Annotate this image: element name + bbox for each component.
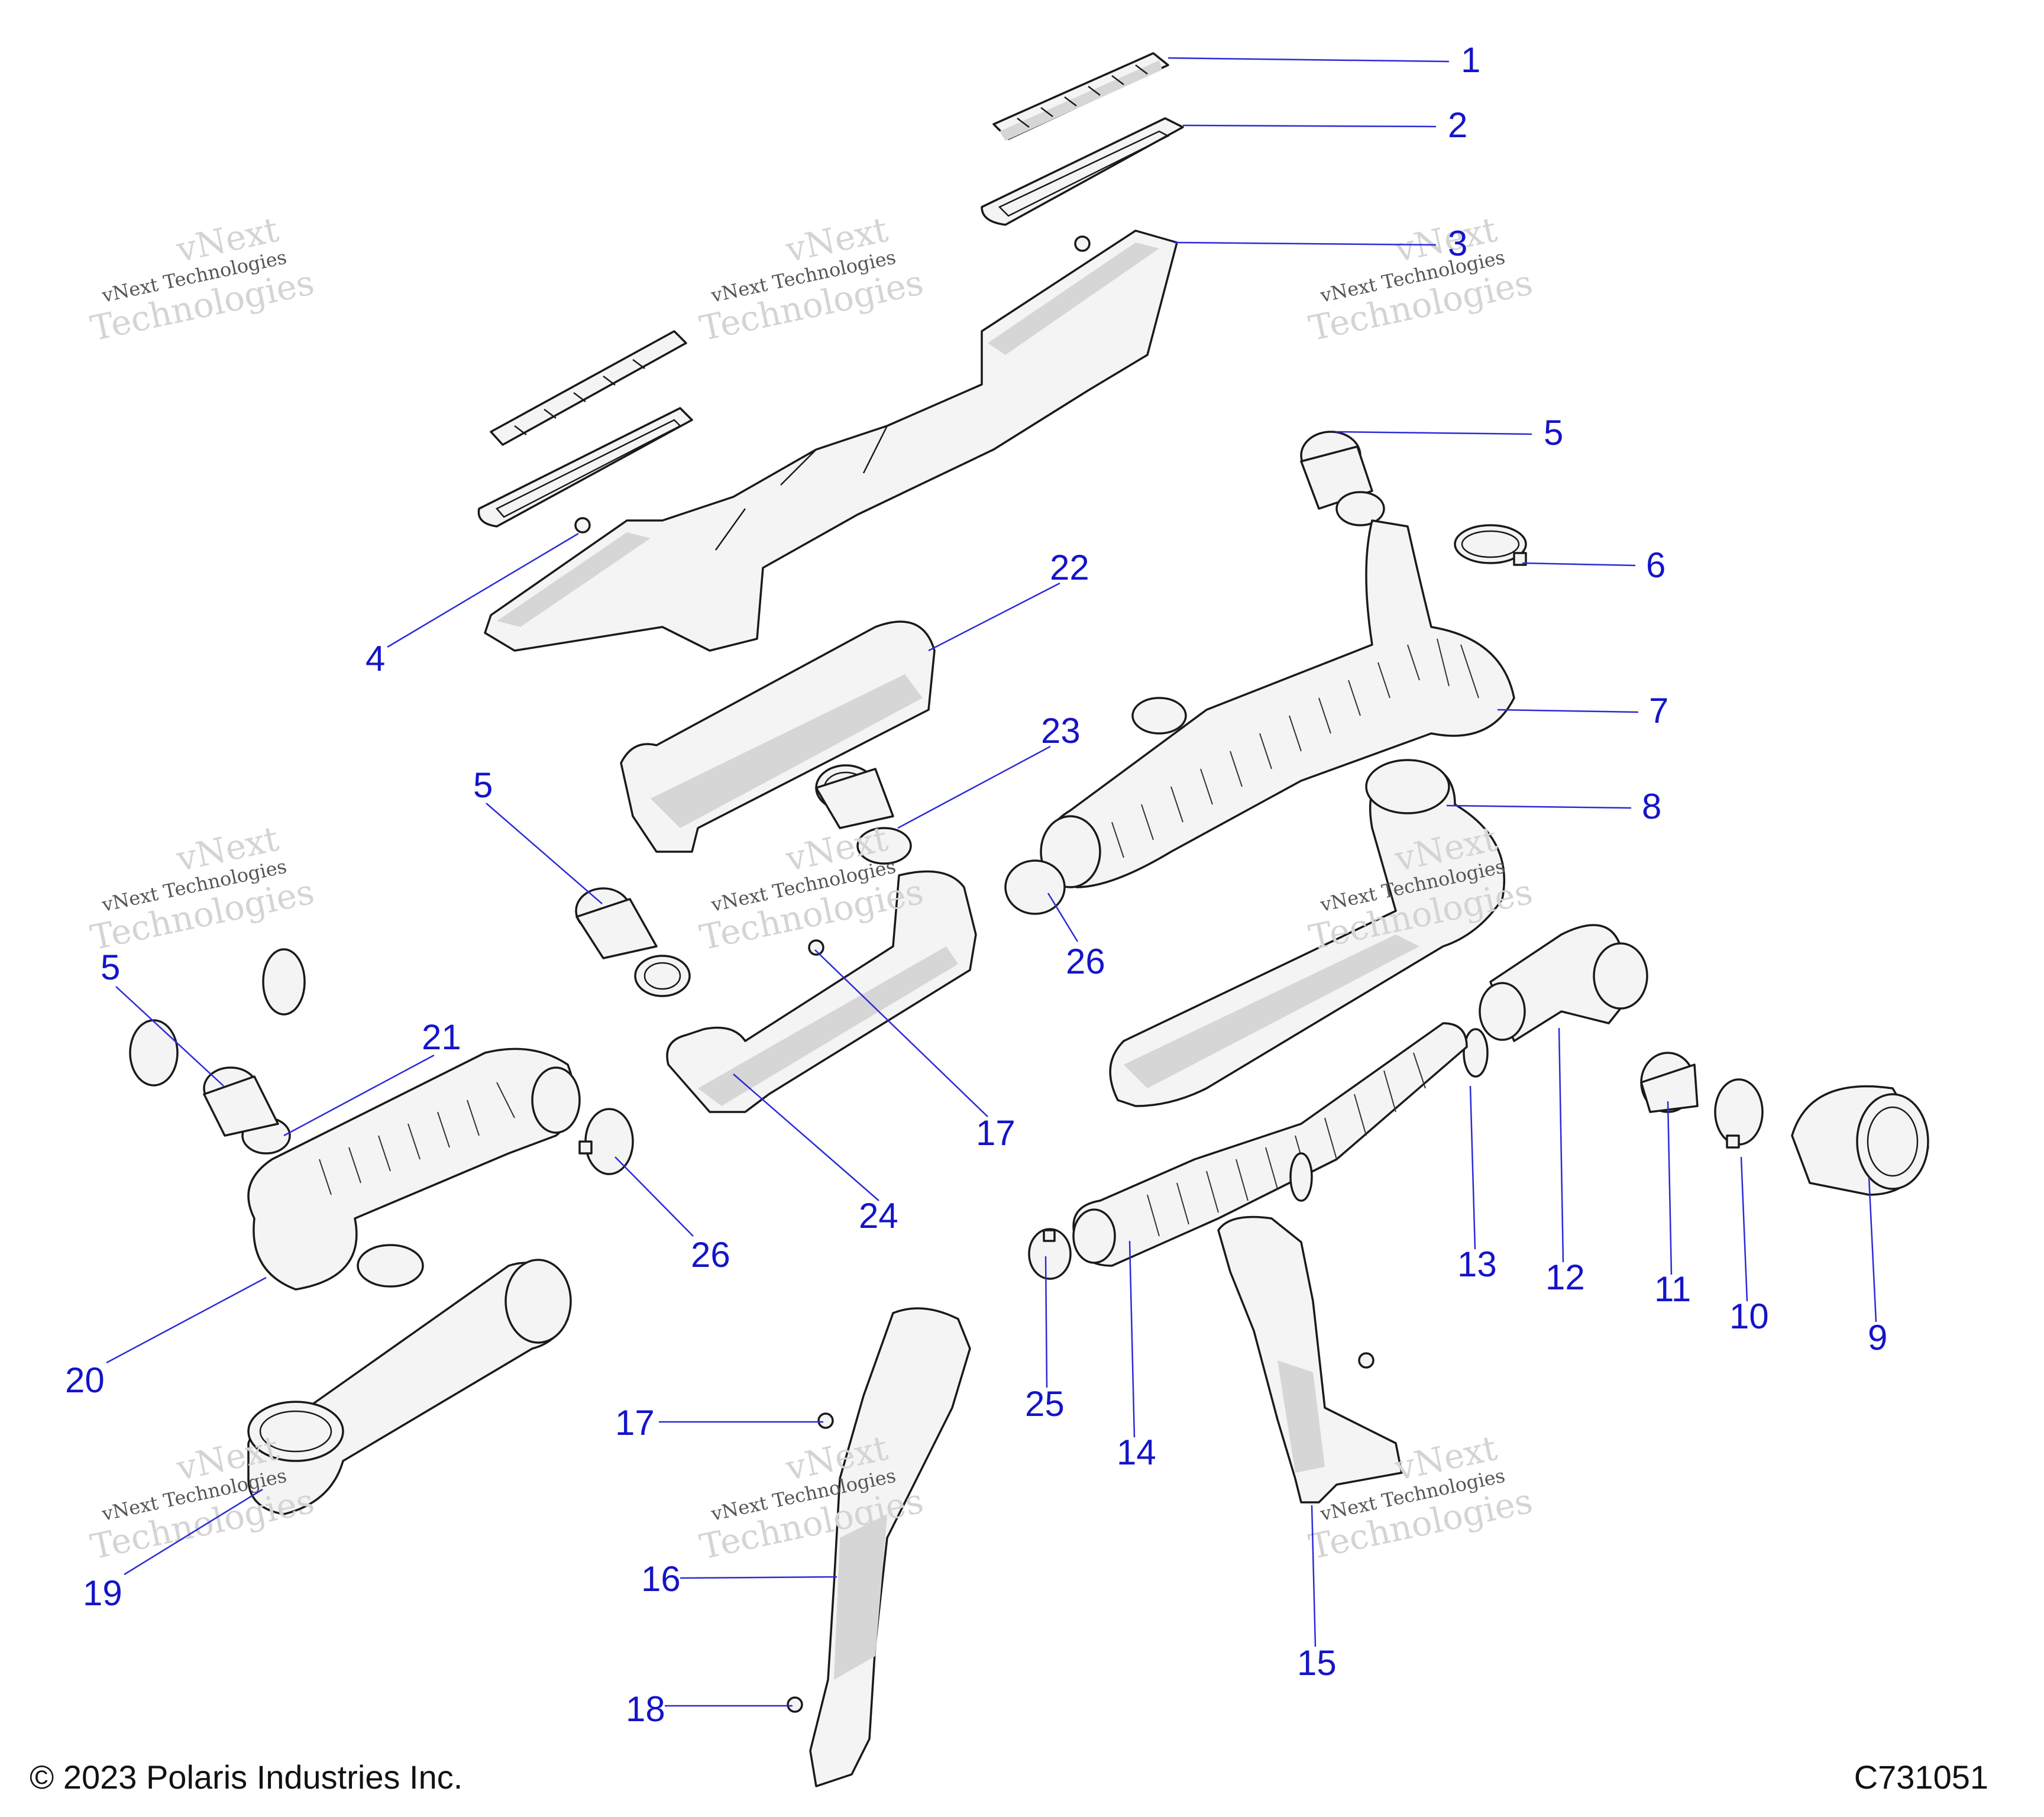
copyright-text: © 2023 Polaris Industries Inc. — [30, 1758, 463, 1796]
callout-number-24: 24 — [859, 1196, 898, 1236]
callout-number-7: 7 — [1649, 691, 1668, 730]
callout-number-3: 3 — [1448, 224, 1467, 263]
callout-layer: 1234567891011121314151617171819202122232… — [65, 40, 1887, 1729]
callout-number-26: 26 — [1066, 942, 1105, 981]
callout-leader-9 — [1868, 1176, 1877, 1323]
part-15-floor-duct — [1217, 1152, 1403, 1504]
part-1-vent-louver — [992, 52, 1169, 141]
callout-leader-5 — [486, 803, 603, 904]
part-12-elbow — [1479, 924, 1648, 1042]
callout-leader-7 — [1497, 709, 1639, 713]
loose-clamp-center — [1004, 697, 1187, 915]
callout-leader-26 — [1047, 893, 1079, 942]
part-23-adapter — [815, 764, 912, 865]
callout-number-26: 26 — [691, 1235, 730, 1275]
callout-leader-19 — [124, 1488, 263, 1576]
callout-number-17: 17 — [976, 1113, 1015, 1153]
callout-number-6: 6 — [1646, 545, 1665, 585]
part-3-4-upper-duct — [484, 229, 1178, 652]
callout-leader-24 — [733, 1074, 879, 1201]
callout-leader-4 — [387, 532, 579, 648]
callout-leader-17 — [814, 949, 988, 1117]
callout-number-23: 23 — [1041, 711, 1081, 751]
part-16-vertical-duct — [787, 1307, 971, 1787]
part-10-clamp — [1714, 1078, 1764, 1149]
part-9-air-filter — [1791, 1085, 1929, 1196]
callout-number-8: 8 — [1642, 787, 1661, 826]
diagram-code: C731051 — [1854, 1758, 1988, 1796]
callout-number-18: 18 — [626, 1689, 665, 1729]
callout-number-19: 19 — [83, 1573, 122, 1613]
part-6-clamp — [1454, 524, 1527, 566]
callout-number-9: 9 — [1868, 1318, 1887, 1357]
part-5-adapter-left — [203, 1066, 279, 1137]
callout-number-20: 20 — [65, 1360, 105, 1400]
callout-leader-22 — [928, 582, 1060, 652]
callout-number-11: 11 — [1654, 1269, 1691, 1309]
callout-leader-26 — [615, 1156, 694, 1237]
callout-leader-10 — [1740, 1156, 1748, 1302]
callout-leader-11 — [1667, 1101, 1673, 1275]
callout-leader-25 — [1044, 1256, 1048, 1388]
callout-leader-21 — [283, 1054, 435, 1137]
callout-number-4: 4 — [366, 639, 385, 678]
callout-number-16: 16 — [641, 1559, 681, 1599]
part-22-duct-cover — [620, 620, 936, 853]
callout-leader-2 — [1182, 124, 1437, 128]
callout-leader-23 — [897, 745, 1051, 829]
part-26-clamp-left — [578, 1108, 634, 1175]
callout-number-14: 14 — [1117, 1433, 1156, 1472]
callout-number-5: 5 — [101, 948, 120, 987]
callout-leader-14 — [1128, 1240, 1136, 1438]
callout-number-5: 5 — [1544, 413, 1563, 452]
callout-leader-16 — [680, 1576, 837, 1579]
part-24-lower-duct — [666, 870, 977, 1113]
callout-leader-8 — [1446, 804, 1632, 809]
callout-number-17: 17 — [615, 1403, 655, 1443]
part-20-flex-hose — [247, 1047, 581, 1291]
left-vent-louver — [477, 330, 693, 528]
callout-leader-1 — [1167, 57, 1450, 63]
part-2-gasket — [981, 117, 1184, 226]
callout-leader-20 — [106, 1276, 267, 1364]
callout-leader-5 — [115, 986, 224, 1087]
callout-leader-12 — [1558, 1027, 1564, 1263]
callout-number-5: 5 — [473, 765, 493, 805]
part-25-clamp — [1028, 1228, 1072, 1280]
part-5-adapter-center — [575, 887, 691, 997]
callout-number-22: 22 — [1050, 548, 1089, 587]
part-13-clamp — [1463, 1028, 1489, 1078]
callout-number-10: 10 — [1729, 1297, 1769, 1336]
part-5-adapter-right — [1300, 431, 1385, 526]
callout-number-13: 13 — [1457, 1244, 1497, 1284]
callout-number-12: 12 — [1545, 1257, 1585, 1297]
callout-leader-6 — [1522, 562, 1636, 567]
callout-number-2: 2 — [1448, 105, 1467, 145]
callout-number-21: 21 — [422, 1017, 461, 1057]
callout-leader-5 — [1335, 431, 1532, 435]
part-19-elbow-pipe — [247, 1259, 572, 1515]
callout-leader-15 — [1311, 1505, 1317, 1647]
callout-number-15: 15 — [1297, 1643, 1337, 1683]
callout-number-1: 1 — [1461, 40, 1480, 80]
part-11-coupler — [1640, 1052, 1699, 1113]
part-14-flex-hose — [1072, 1022, 1468, 1267]
part-8-intake-pipe — [1109, 759, 1505, 1107]
callout-number-25: 25 — [1025, 1384, 1065, 1424]
callout-leader-13 — [1469, 1085, 1476, 1250]
loose-clamps-left — [129, 948, 424, 1288]
callout-leader-3 — [1173, 241, 1437, 246]
